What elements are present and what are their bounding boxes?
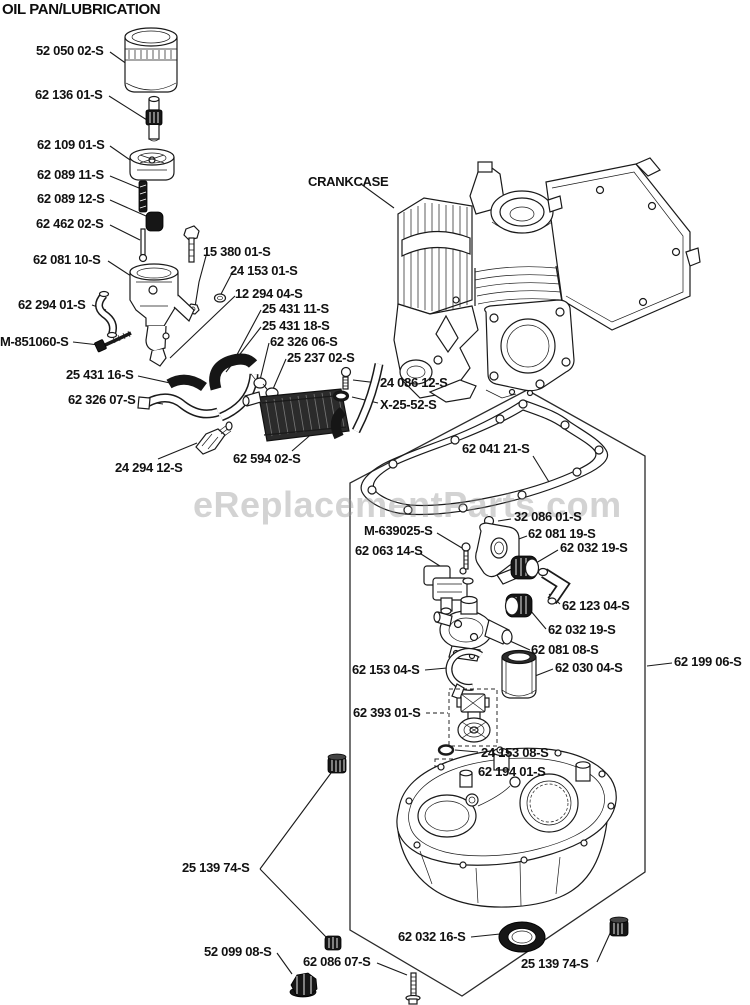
part-label-52-099-08-s: 52 099 08-S [204, 944, 272, 959]
part-label-62-326-06-s: 62 326 06-S [270, 334, 338, 349]
relief-spring [138, 180, 148, 213]
cooler-screw [340, 366, 352, 390]
group-outline-box [349, 389, 646, 997]
long-bolt-top [183, 225, 200, 263]
part-label-15-380-01-s: 15 380 01-S [203, 244, 271, 259]
part-label-62-081-08-s: 62 081 08-S [531, 642, 599, 657]
crankcase-label: CRANKCASE [308, 174, 389, 189]
part-label-62-032-19-s-b: 62 032 19-S [548, 622, 616, 637]
page-title: OIL PAN/LUBRICATION [2, 1, 161, 18]
part-label-62-041-21-s: 62 041 21-S [462, 441, 530, 456]
drain-bolt [405, 972, 421, 1005]
o-ring [437, 744, 455, 756]
cooler-fitting [195, 421, 233, 455]
part-label-62-153-04-s: 62 153 04-S [352, 662, 420, 677]
drain-plug-lower-left [324, 935, 342, 951]
oil-sentry-switch [423, 565, 474, 615]
part-label-62-326-07-s: 62 326 07-S [68, 392, 136, 407]
grommet-small [145, 211, 164, 232]
filter-adapter [129, 148, 175, 181]
oil-filter-housing [129, 263, 195, 367]
part-label-62-194-01-s: 62 194 01-S [478, 764, 546, 779]
part-label-24-153-01-s: 24 153 01-S [230, 263, 298, 278]
oil-cooler [242, 388, 350, 442]
hex-plug [289, 972, 318, 998]
part-label-62-086-07-s: 62 086 07-S [303, 954, 371, 969]
part-label-62-594-02-s: 62 594 02-S [233, 451, 301, 466]
part-label-25-237-02-s: 25 237 02-S [287, 350, 355, 365]
hose-elbow-black [209, 353, 258, 391]
filter-valve [145, 95, 163, 142]
part-label-24-086-12-s: 24 086 12-S [380, 375, 448, 390]
hose-segment-black [166, 374, 207, 392]
part-label-x-25-52-s: X-25-52-S [380, 397, 437, 412]
watermark: eReplacementParts.com [193, 484, 622, 525]
part-label-25-431-16-s: 25 431 16-S [66, 367, 134, 382]
part-label-62-393-01-s: 62 393 01-S [353, 705, 421, 720]
oil-pan-gasket [360, 399, 609, 516]
drain-plug-right [609, 916, 629, 937]
hose-white-lower [137, 393, 220, 419]
part-label-62-081-19-s: 62 081 19-S [528, 526, 596, 541]
part-label-m-639025-s: M-639025-S [364, 523, 433, 538]
part-label-32-086-01-s: 32 086 01-S [514, 509, 582, 524]
part-label-62-089-11-s: 62 089 11-S [37, 167, 104, 182]
oil-seal [498, 921, 546, 953]
grommet-lower [504, 593, 533, 618]
part-label-62-032-16-s: 62 032 16-S [398, 929, 466, 944]
mount-bolt [94, 330, 132, 353]
part-label-62-109-01-s: 62 109 01-S [37, 137, 105, 152]
cooler-washer [332, 390, 350, 402]
part-label-62-063-14-s: 62 063 14-S [355, 543, 423, 558]
pump-sleeve [501, 649, 537, 699]
part-label-62-032-19-s-a: 62 032 19-S [560, 540, 628, 555]
oil-pickup-tube [95, 290, 118, 339]
part-label-24-294-12-s: 24 294 12-S [115, 460, 183, 475]
part-label-62-136-01-s: 62 136 01-S [35, 87, 103, 102]
part-label-52-050-02-s: 52 050 02-S [36, 43, 104, 58]
part-label-62-081-10-s: 62 081 10-S [33, 252, 101, 267]
part-label-25-139-74-s-left: 25 139 74-S [182, 860, 250, 875]
part-label-25-139-74-s-right: 25 139 74-S [521, 956, 589, 971]
part-label-25-431-18-s: 25 431 18-S [262, 318, 330, 333]
washer-small [213, 293, 227, 303]
part-label-62-462-02-s: 62 462 02-S [36, 216, 104, 231]
bracket-screw [461, 542, 471, 570]
part-label-62-089-12-s: 62 089 12-S [37, 191, 105, 206]
part-label-24-153-08-s: 24 153 08-S [481, 745, 549, 760]
relief-valve-kit-box [448, 688, 498, 747]
oil-pan [396, 746, 617, 908]
part-label-m-851060-s: M-851060-S [0, 334, 69, 349]
elbow-fitting [537, 567, 571, 605]
crankcase-drawing [393, 157, 701, 403]
part-label-12-294-04-s: 12 294 04-S [235, 286, 303, 301]
pin-rod [138, 228, 148, 263]
grommet-upper [510, 555, 540, 580]
oil-filter [124, 27, 178, 93]
drain-plug-upper-left [327, 753, 347, 774]
hose-to-crankcase [330, 363, 384, 440]
part-label-62-199-06-s: 62 199 06-S [674, 654, 742, 669]
part-label-62-030-04-s: 62 030 04-S [555, 660, 623, 675]
part-label-25-431-11-s: 25 431 11-S [262, 301, 329, 316]
part-label-62-123-04-s: 62 123 04-S [562, 598, 630, 613]
part-label-62-294-01-s: 62 294 01-S [18, 297, 86, 312]
